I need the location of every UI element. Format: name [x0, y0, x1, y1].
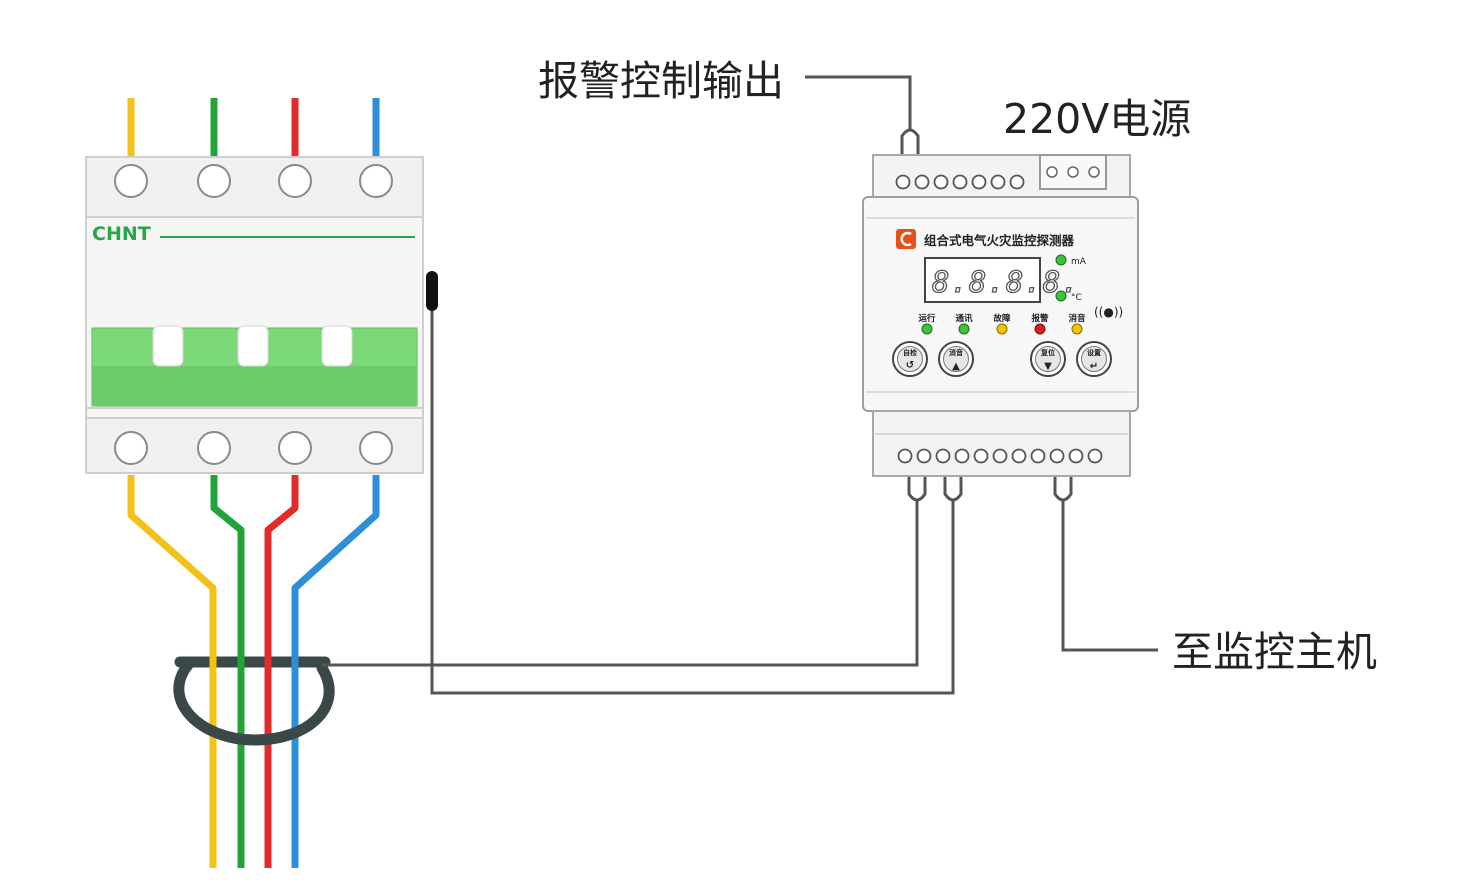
- terminal-screw: [916, 448, 932, 464]
- undo-icon: ↺: [906, 360, 914, 371]
- ct-ring-back: [173, 659, 335, 746]
- enter-icon: ↵: [1090, 361, 1098, 372]
- terminal-screw: [197, 431, 231, 465]
- label-to-host: 至监控主机: [1172, 628, 1377, 676]
- led-comm: [958, 323, 970, 335]
- alarm-output-plug: [900, 128, 920, 155]
- fire-monitoring-detector: 组合式电气火灾监控探测器 8.8.8.8. mA °C ((●)) 运行 通讯 …: [862, 154, 1139, 477]
- digital-display: [924, 257, 1041, 303]
- wireless-icon: ((●)): [1094, 305, 1123, 319]
- bottom-terminal-row: [897, 448, 1103, 464]
- reset-button[interactable]: 复位 ▼: [1030, 341, 1066, 377]
- power-terminal: [1067, 166, 1079, 178]
- wire-green-out: [210, 475, 245, 868]
- alarm-output-cable: [805, 75, 912, 130]
- indicator-label-comm: 通讯: [955, 313, 973, 324]
- terminal-screw: [933, 174, 949, 190]
- terminal-screw: [197, 164, 231, 198]
- indicator-label-fault: 故障: [993, 313, 1011, 324]
- arrow-down-icon: ▼: [1044, 361, 1052, 372]
- indicator-label-alarm: 报警: [1031, 313, 1049, 324]
- terminal-screw: [954, 448, 970, 464]
- terminal-screw: [992, 448, 1008, 464]
- probe-plug: [943, 476, 963, 502]
- terminal-screw: [1030, 448, 1046, 464]
- display-readout: 8.8.8.8.: [932, 265, 1080, 299]
- terminal-screw: [952, 174, 968, 190]
- input-wires: [127, 98, 380, 158]
- led-run: [921, 323, 933, 335]
- terminal-screw: [114, 431, 148, 465]
- top-terminal-row: [895, 174, 1025, 190]
- unit-celsius: °C: [1071, 293, 1082, 303]
- wire-yellow-out: [127, 475, 217, 868]
- self-test-button[interactable]: 自检 ↺: [892, 341, 928, 377]
- button-face: [943, 346, 969, 372]
- arrow-up-icon: ▲: [952, 361, 960, 372]
- wire-blue-out: [291, 475, 380, 868]
- handle-tie: [321, 325, 353, 367]
- label-power: 220V电源: [1003, 95, 1191, 143]
- indicator-label-mute: 消音: [1068, 313, 1086, 324]
- terminal-screw: [935, 448, 951, 464]
- terminal-screw: [1087, 448, 1103, 464]
- mute-button[interactable]: 消音 ▲: [938, 341, 974, 377]
- terminal-screw: [359, 431, 393, 465]
- button-label: 自检: [903, 348, 917, 357]
- terminal-screw: [278, 431, 312, 465]
- power-terminal: [1088, 166, 1100, 178]
- terminal-screw: [895, 174, 911, 190]
- terminal-screw: [1068, 448, 1084, 464]
- brand-logo-mark: [900, 231, 912, 247]
- detector-title: 组合式电气火灾监控探测器: [924, 233, 1075, 248]
- led-alarm: [1034, 323, 1046, 335]
- terminal-screw: [973, 448, 989, 464]
- button-face: [897, 346, 923, 372]
- probe-cable: [430, 311, 955, 695]
- host-cable: [1061, 500, 1158, 652]
- terminal-screw: [971, 174, 987, 190]
- terminal-screw: [897, 448, 913, 464]
- terminal-screw: [914, 174, 930, 190]
- led-fault: [996, 323, 1008, 335]
- terminal-screw: [1011, 448, 1027, 464]
- label-alarm-output: 报警控制输出: [538, 57, 784, 105]
- unit-ma: mA: [1071, 257, 1087, 267]
- handle-tie: [152, 325, 184, 367]
- terminal-screw: [114, 164, 148, 198]
- ct-signal-cable: [322, 500, 919, 667]
- button-label: 设置: [1087, 348, 1101, 357]
- detector-bottom-strip: [872, 410, 1131, 477]
- current-transformer: [173, 500, 919, 746]
- button-label: 复位: [1040, 348, 1055, 357]
- power-terminal: [1046, 166, 1058, 178]
- terminal-screw: [278, 164, 312, 198]
- settings-button[interactable]: 设置 ↵: [1076, 341, 1112, 377]
- probe-head: [426, 271, 438, 311]
- breaker-handle-bar-shadow: [92, 366, 417, 406]
- button-face: [1035, 346, 1061, 372]
- handle-tie: [237, 325, 269, 367]
- terminal-screw: [1009, 174, 1025, 190]
- wire-red-out: [264, 475, 299, 868]
- terminal-screw: [990, 174, 1006, 190]
- led-mute: [1071, 323, 1083, 335]
- indicator-label-run: 运行: [918, 313, 936, 324]
- led-temp: [1055, 290, 1067, 302]
- terminal-screw: [1049, 448, 1065, 464]
- ct-plug: [907, 476, 927, 502]
- host-plug: [1053, 476, 1073, 502]
- temperature-probe: [426, 271, 955, 695]
- output-wires: [127, 475, 380, 868]
- detector-cables: [805, 75, 1158, 652]
- led-ma: [1055, 254, 1067, 266]
- button-face: [1081, 346, 1107, 372]
- button-label: 消音: [949, 348, 963, 357]
- circuit-breaker: CHNT: [85, 156, 424, 474]
- breaker-brand: CHNT: [92, 223, 151, 245]
- terminal-screw: [359, 164, 393, 198]
